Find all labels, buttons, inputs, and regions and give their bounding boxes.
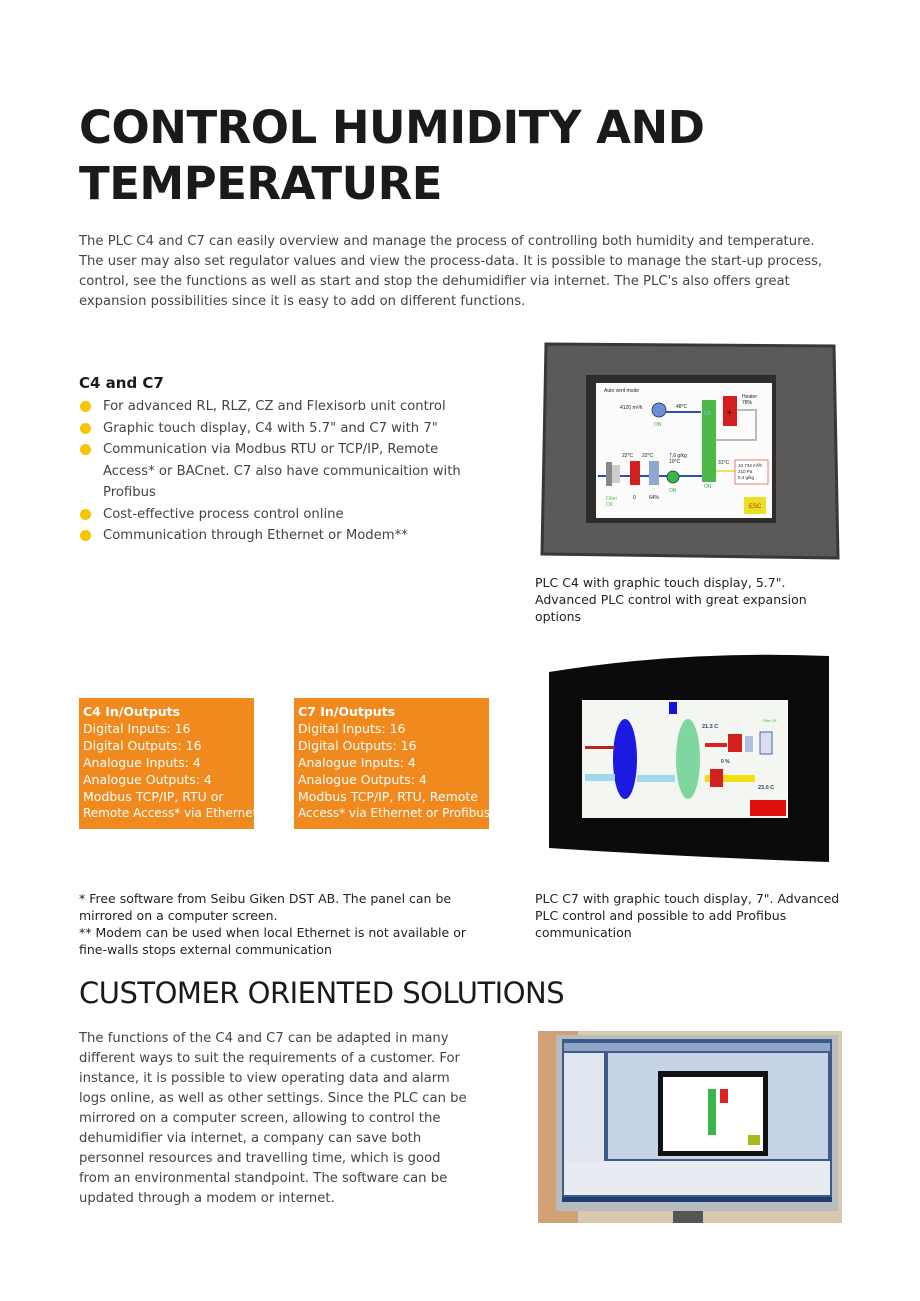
feature-item: Graphic touch display, C4 with 5.7" and … [79,418,499,440]
io-line: Modbus TCP/IP, RTU, Remote [298,789,478,804]
screen-fan-status: ON [654,422,662,428]
features-heading: C4 and C7 [79,374,164,392]
c4-io-title: C4 In/Outputs [83,704,181,719]
screen-pct: 0 % [721,759,730,765]
screen-heater-val: 0 [633,495,636,501]
io-line: Remote Access* via Ethernet [83,806,258,820]
c7-panel-photo: 21.3 C 0 % 23.0 C Filter OK [549,654,829,862]
feature-item: Communication through Ethernet or Modem*… [79,525,499,547]
screen-mode-label: Auto vent mode [604,388,639,394]
c7-caption: PLC C7 with graphic touch display, 7". A… [535,891,840,940]
footnote: * Free software from Seibu Giken DST AB.… [79,891,452,923]
c4-caption: PLC C4 with graphic touch display, 5.7".… [535,575,807,624]
c7-io-title: C7 In/Outputs [298,704,396,719]
screen-heater-pct: 78% [742,400,753,406]
section-body: The functions of the C4 and C7 can be ad… [79,1031,467,1206]
io-line: Digital Inputs: 16 [298,721,406,736]
feature-item: For advanced RL, RLZ, CZ and Flexisorb u… [79,396,499,418]
io-line: Digital Outputs: 16 [298,738,417,753]
c7-io-box: C7 In/Outputs Digital Inputs: 16 Digital… [294,698,491,829]
io-line: Access* via Ethernet or Profibus [298,806,491,820]
screen-readout: 10 733 m³/h [738,463,763,468]
screen-esc-button: ESC [749,504,762,510]
screen-t2: 22°C [642,453,654,459]
io-line: Modbus TCP/IP, RTU or [83,789,224,804]
c4-io-box: C4 In/Outputs Digital Inputs: 16 Digital… [79,698,258,829]
bullet-icon [80,444,91,455]
screen-filter-ok: Filter OK [763,719,777,723]
screen-fan-status: ON [669,488,677,494]
bullet-icon [80,508,91,520]
features-section: C4 and C7 For advanced RL, RLZ, CZ and F… [79,374,499,547]
screen-readout: 210 Pa [738,469,753,474]
features-list: For advanced RL, RLZ, CZ and Flexisorb u… [79,396,499,547]
c4-panel-photo: Auto vent mode 4120 m³/h ON 48°C DR + He… [540,342,840,560]
footnote: ** Modem can be used when local Ethernet… [79,925,466,957]
intro-paragraph: The PLC C4 and C7 can easily overview an… [79,234,823,309]
screen-t1: 22°C [622,453,634,459]
io-line: Digital Outputs: 16 [83,738,202,753]
screen-temp-b: 23.0 C [758,785,774,791]
screen-humid: 7,6 g/kg [669,453,687,459]
screen-temp: 48°C [676,404,688,410]
feature-item: Cost-effective process control online [79,504,499,526]
screen-rotor-status: ON [704,484,712,490]
io-line: Analogue Inputs: 4 [298,755,416,770]
io-line: Analogue Inputs: 4 [83,755,201,770]
screen-t3: 10°C [669,459,681,465]
section-heading: CUSTOMER ORIENTED SOLUTIONS [79,976,565,1010]
bullet-icon [80,530,91,541]
screen-rotor: DR [704,411,712,417]
feature-text: Communication via Modbus RTU or TCP/IP, … [103,442,461,500]
screen-cooler-val: 64% [649,495,660,501]
bullet-icon [80,422,91,434]
bullet-icon [80,401,91,412]
screen-filter: Filter [606,496,617,502]
feature-text: Communication through Ethernet or Modem*… [103,528,408,543]
screen-temp-a: 21.3 C [702,724,718,730]
feature-item: Communication via Modbus RTU or TCP/IP, … [79,439,478,504]
feature-text: Graphic touch display, C4 with 5.7" and … [103,420,438,436]
feature-text: For advanced RL, RLZ, CZ and Flexisorb u… [103,399,446,414]
screen-flow: 4120 m³/h [620,405,643,411]
io-line: Analogue Outputs: 4 [83,772,212,787]
io-line: Digital Inputs: 16 [83,721,191,736]
screen-t4: 31°C [718,460,730,466]
feature-text: Cost-effective process control online [103,506,344,522]
screen-readout: 0,4 g/kg [738,475,755,480]
screen-filter-ok: OK [606,502,614,508]
monitor-photo [538,1031,842,1223]
screen-heater: Heater [742,394,757,400]
page-title: CONTROL HUMIDITY AND TEMPERATURE [79,101,705,210]
io-line: Analogue Outputs: 4 [298,772,427,787]
svg-text:+: + [727,408,732,417]
footnotes: * Free software from Seibu Giken DST AB.… [79,890,499,958]
